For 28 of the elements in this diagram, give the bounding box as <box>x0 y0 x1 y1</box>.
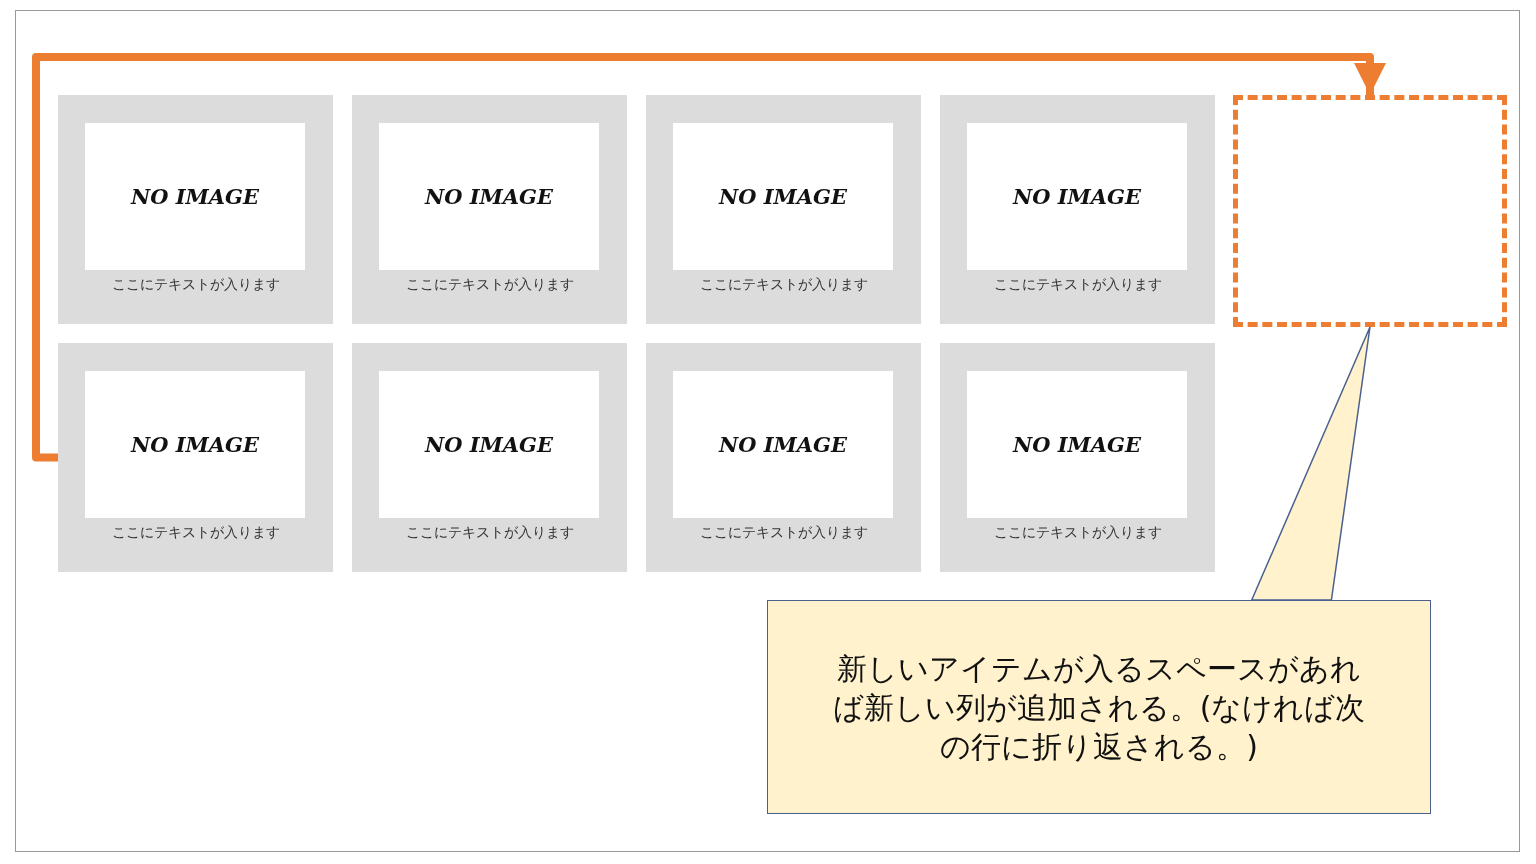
placeholder-text: NO IMAGE <box>1012 184 1142 209</box>
placeholder-text: NO IMAGE <box>130 184 260 209</box>
item-card <box>646 95 921 324</box>
item-card <box>352 343 627 572</box>
item-card <box>58 343 333 572</box>
empty-slot-box <box>1233 95 1507 327</box>
item-card <box>940 343 1215 572</box>
arrow <box>32 53 1386 462</box>
card-caption: ここにテキストが入ります <box>111 524 280 540</box>
callout-text: 新しいアイテムが入るスペースがあれば新しい列が追加される。(なければ次の行に折り返される。) <box>831 649 1367 766</box>
placeholder-text: NO IMAGE <box>718 184 848 209</box>
placeholder-text: NO IMAGE <box>424 184 554 209</box>
card-caption: ここにテキストが入ります <box>405 276 574 292</box>
callout-pointer <box>1250 326 1371 601</box>
placeholder-text: NO IMAGE <box>424 432 554 457</box>
item-card <box>352 95 627 324</box>
card-caption: ここにテキストが入ります <box>699 276 868 292</box>
card-caption: ここにテキストが入ります <box>111 276 280 292</box>
item-card <box>646 343 921 572</box>
card-caption: ここにテキストが入ります <box>405 524 574 540</box>
placeholder-text: NO IMAGE <box>1012 432 1142 457</box>
card-caption: ここにテキストが入ります <box>699 524 868 540</box>
card-caption: ここにテキストが入ります <box>993 276 1162 292</box>
placeholder-text: NO IMAGE <box>130 432 260 457</box>
item-card <box>940 95 1215 324</box>
card-caption: ここにテキストが入ります <box>993 524 1162 540</box>
item-card <box>58 95 333 324</box>
placeholder-text: NO IMAGE <box>718 432 848 457</box>
